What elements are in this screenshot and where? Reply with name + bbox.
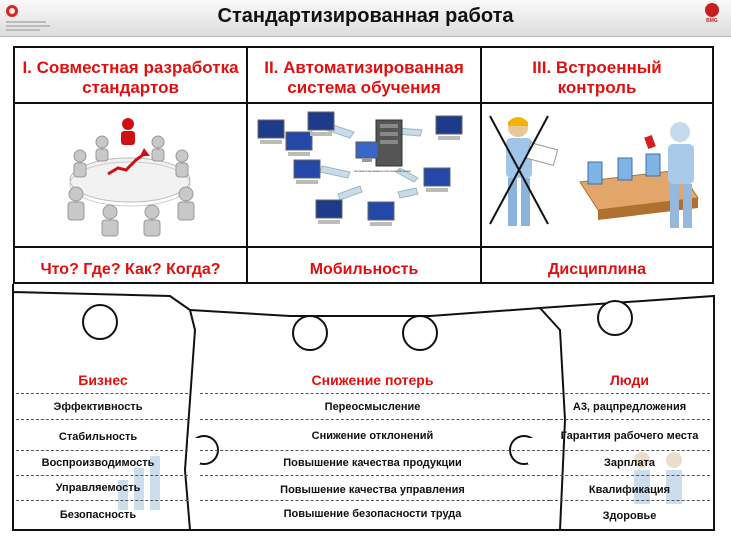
bmg-logo: BMG — [701, 3, 723, 33]
row-separator — [16, 419, 188, 420]
business-item: Стабильность — [58, 431, 138, 443]
row-separator — [16, 450, 188, 451]
column-divider — [246, 46, 248, 284]
page-title: Стандартизированная работа — [217, 5, 514, 27]
row-separator — [550, 500, 710, 501]
workers-decoration-icon — [634, 452, 682, 504]
image-divider — [13, 246, 714, 248]
conference-table-icon — [67, 118, 195, 237]
loss-reduction-item: Снижение отклонений — [311, 430, 434, 442]
row-separator — [16, 500, 188, 501]
row-separator — [200, 475, 550, 476]
column-title-training-system: II. Автоматизированная система обучения — [264, 58, 464, 97]
row-separator — [550, 450, 710, 451]
row-separator — [200, 393, 550, 394]
business-item: Воспроизводимость — [41, 457, 155, 469]
business-item: Эффективность — [53, 401, 143, 413]
column-divider — [480, 46, 482, 284]
company-logo — [4, 3, 54, 33]
puzzle-knob — [292, 315, 328, 351]
loss-reduction-item: Переосмысление — [324, 401, 421, 413]
training-network-icon: Автоматизированная Система Обучения — [257, 111, 463, 226]
puzzle-knob — [82, 304, 118, 340]
built-in-control-icon — [489, 115, 699, 228]
chart-decoration-icon — [118, 456, 160, 510]
people-item: А3, рацпредложения — [572, 401, 687, 413]
section-title-people: Люди — [609, 372, 650, 388]
row-separator — [200, 419, 550, 420]
column-title-built-in-control: III. Встроенный контроль — [532, 58, 662, 97]
row-separator — [16, 393, 188, 394]
people-item: Здоровье — [602, 510, 657, 522]
header-divider — [13, 102, 714, 104]
puzzle-knob — [597, 300, 633, 336]
business-item: Безопасность — [59, 509, 137, 521]
people-item: Гарантия рабочего места — [560, 430, 699, 442]
puzzle-knob — [402, 315, 438, 351]
row-separator — [550, 419, 710, 420]
row-separator — [550, 393, 710, 394]
people-item: Зарплата — [604, 457, 655, 469]
column-title-joint-standards: I. Совместная разработка стандартов — [22, 58, 239, 97]
column-subtitle-discipline: Дисциплина — [547, 261, 647, 278]
loss-reduction-item: Повышение качества управления — [280, 484, 465, 496]
row-separator — [16, 475, 188, 476]
section-title-loss-reduction: Снижение потерь — [311, 372, 434, 388]
people-item: Квалификация — [588, 484, 671, 496]
business-item: Управляемость — [55, 482, 141, 494]
row-separator — [550, 475, 710, 476]
loss-reduction-item: Повышение безопасности труда — [283, 508, 462, 520]
column-subtitle-questions: Что? Где? Как? Когда? — [40, 261, 221, 278]
loss-reduction-item: Повышение качества продукции — [283, 457, 462, 469]
title-bar: Стандартизированная работа BMG — [0, 0, 731, 37]
row-separator — [200, 450, 550, 451]
section-title-business: Бизнес — [78, 372, 128, 388]
row-separator — [200, 500, 550, 501]
server-label: Автоматизированная Система Обучения — [354, 169, 411, 173]
column-subtitle-mobility: Мобильность — [309, 261, 419, 278]
